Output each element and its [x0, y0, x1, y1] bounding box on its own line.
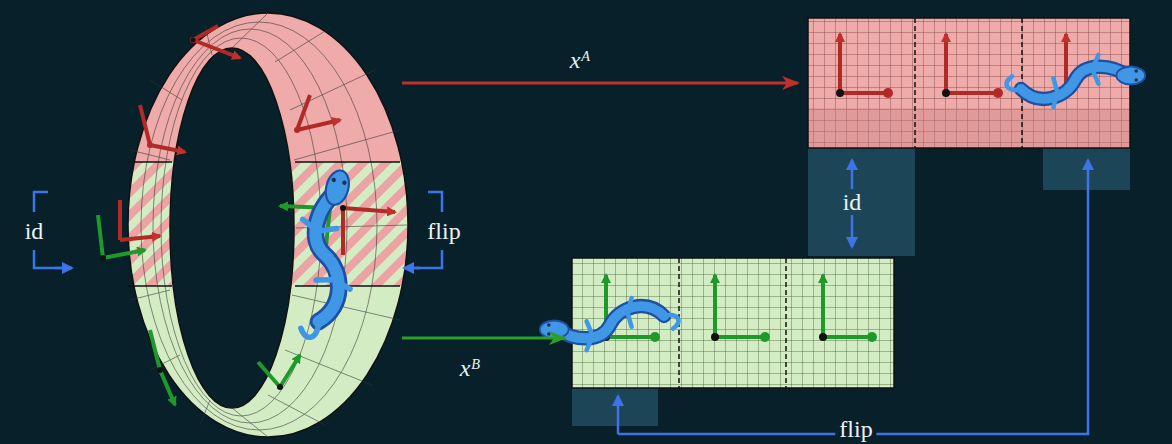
- map-label: xᴮ: [456, 355, 485, 381]
- transition-label: id: [839, 189, 866, 215]
- transition-label: flip: [423, 218, 464, 244]
- map-label: xᴬ: [566, 47, 595, 73]
- transition-label: id: [21, 218, 48, 244]
- transition-label: flip: [835, 416, 876, 442]
